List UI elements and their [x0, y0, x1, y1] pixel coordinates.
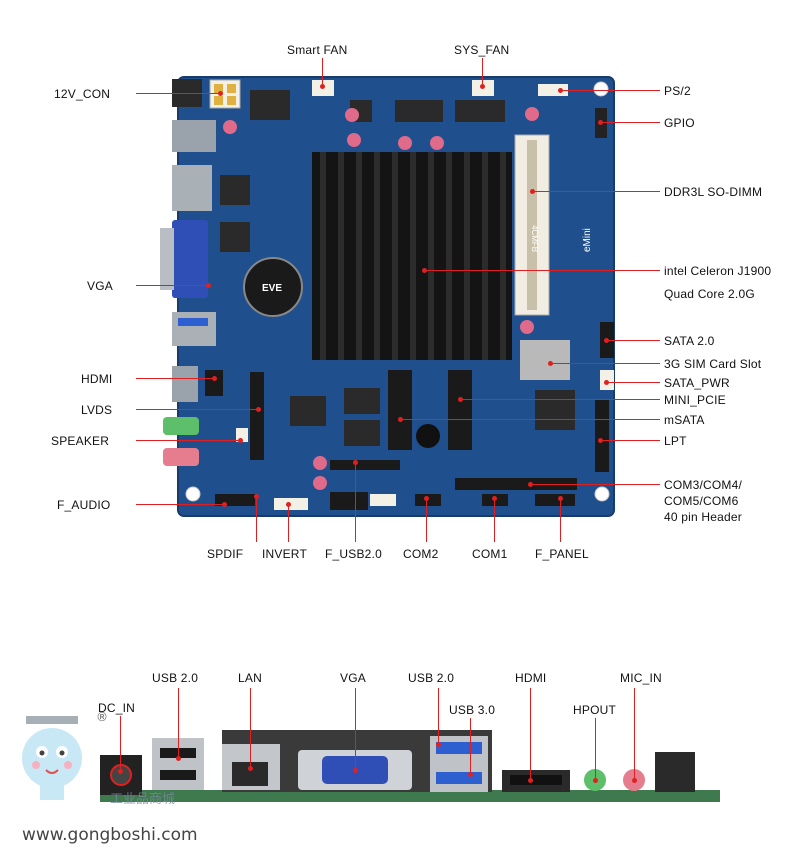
label-sim: 3G SIM Card Slot — [664, 357, 762, 371]
f-panel-header — [535, 494, 575, 506]
audio-jack-pink — [163, 448, 199, 466]
label-hdmi: HDMI — [81, 372, 113, 386]
ps2-header — [538, 84, 568, 96]
lpt-header — [595, 400, 609, 472]
label-gpio: GPIO — [664, 116, 695, 130]
label-dc-in: DC_IN — [98, 701, 136, 715]
io-panel-pcb — [100, 790, 720, 802]
label-com-line3: 40 pin Header — [664, 510, 742, 524]
label-mini-pcie: MINI_PCIE — [664, 393, 726, 407]
label-sata-pwr: SATA_PWR — [664, 376, 730, 390]
label-12v-con: 12V_CON — [54, 87, 111, 101]
com-40pin-header — [455, 478, 577, 490]
usb3-port — [172, 312, 216, 346]
f-usb-header — [330, 492, 368, 510]
label-f-usb: F_USB2.0 — [325, 547, 382, 561]
label-ps2: PS/2 — [664, 84, 691, 98]
label-usb20-left: USB 2.0 — [152, 671, 199, 685]
label-hdmi-port: HDMI — [515, 671, 547, 685]
label-usb20-right: USB 2.0 — [408, 671, 455, 685]
label-lvds: LVDS — [81, 403, 113, 417]
label-lan: LAN — [238, 671, 262, 685]
mounting-hole — [185, 486, 201, 502]
label-com1: COM1 — [472, 547, 508, 561]
label-com-line2: COM5/COM6 — [664, 494, 739, 508]
hdmi-port — [172, 366, 198, 402]
audio-jack-green — [163, 417, 199, 435]
mascot-illustration — [22, 716, 82, 800]
watermark-site: www.gongboshi.com — [22, 825, 198, 845]
mounting-hole — [594, 486, 610, 502]
label-cpu-line2: Quad Core 2.0G — [664, 287, 755, 301]
usb-port — [172, 165, 212, 211]
label-invert: INVERT — [262, 547, 307, 561]
cmos-battery — [243, 257, 303, 317]
label-spdif: SPDIF — [207, 547, 244, 561]
hdmi-connector-pcb — [205, 370, 223, 396]
ram-label: 4CMFB — [530, 225, 539, 252]
label-cpu-line1: intel Celeron J1900 — [664, 264, 772, 278]
label-vga-port: VGA — [340, 671, 366, 685]
label-com-line1: COM3/COM4/ — [664, 478, 743, 492]
battery-text: EVE — [262, 283, 282, 294]
mini-pcie-slot — [448, 370, 472, 450]
watermark-registered: ® — [96, 710, 108, 724]
lan-port — [172, 120, 216, 152]
mounting-hole — [593, 81, 609, 97]
label-usb30: USB 3.0 — [449, 703, 496, 717]
label-f-panel: F_PANEL — [535, 547, 589, 561]
label-speaker: SPEAKER — [51, 434, 110, 448]
invert-header — [274, 498, 308, 510]
msata-slot — [388, 370, 412, 450]
brand-mark: eMini — [582, 228, 593, 252]
label-ddr3l: DDR3L SO-DIMM — [664, 185, 763, 199]
label-mic-in: MIC_IN — [620, 671, 662, 685]
label-hpout: HPOUT — [573, 703, 616, 717]
label-vga: VGA — [87, 279, 113, 293]
label-sys-fan: SYS_FAN — [454, 43, 510, 57]
vga-port — [172, 220, 208, 298]
label-f-audio: F_AUDIO — [57, 498, 111, 512]
label-sata: SATA 2.0 — [664, 334, 715, 348]
label-smart-fan: Smart FAN — [287, 43, 348, 57]
watermark-brand: 工业品商城 — [110, 792, 176, 807]
label-lpt: LPT — [664, 434, 687, 448]
label-com2: COM2 — [403, 547, 439, 561]
label-msata: mSATA — [664, 413, 705, 427]
sim-slot — [520, 340, 570, 380]
lvds-header — [250, 372, 264, 460]
